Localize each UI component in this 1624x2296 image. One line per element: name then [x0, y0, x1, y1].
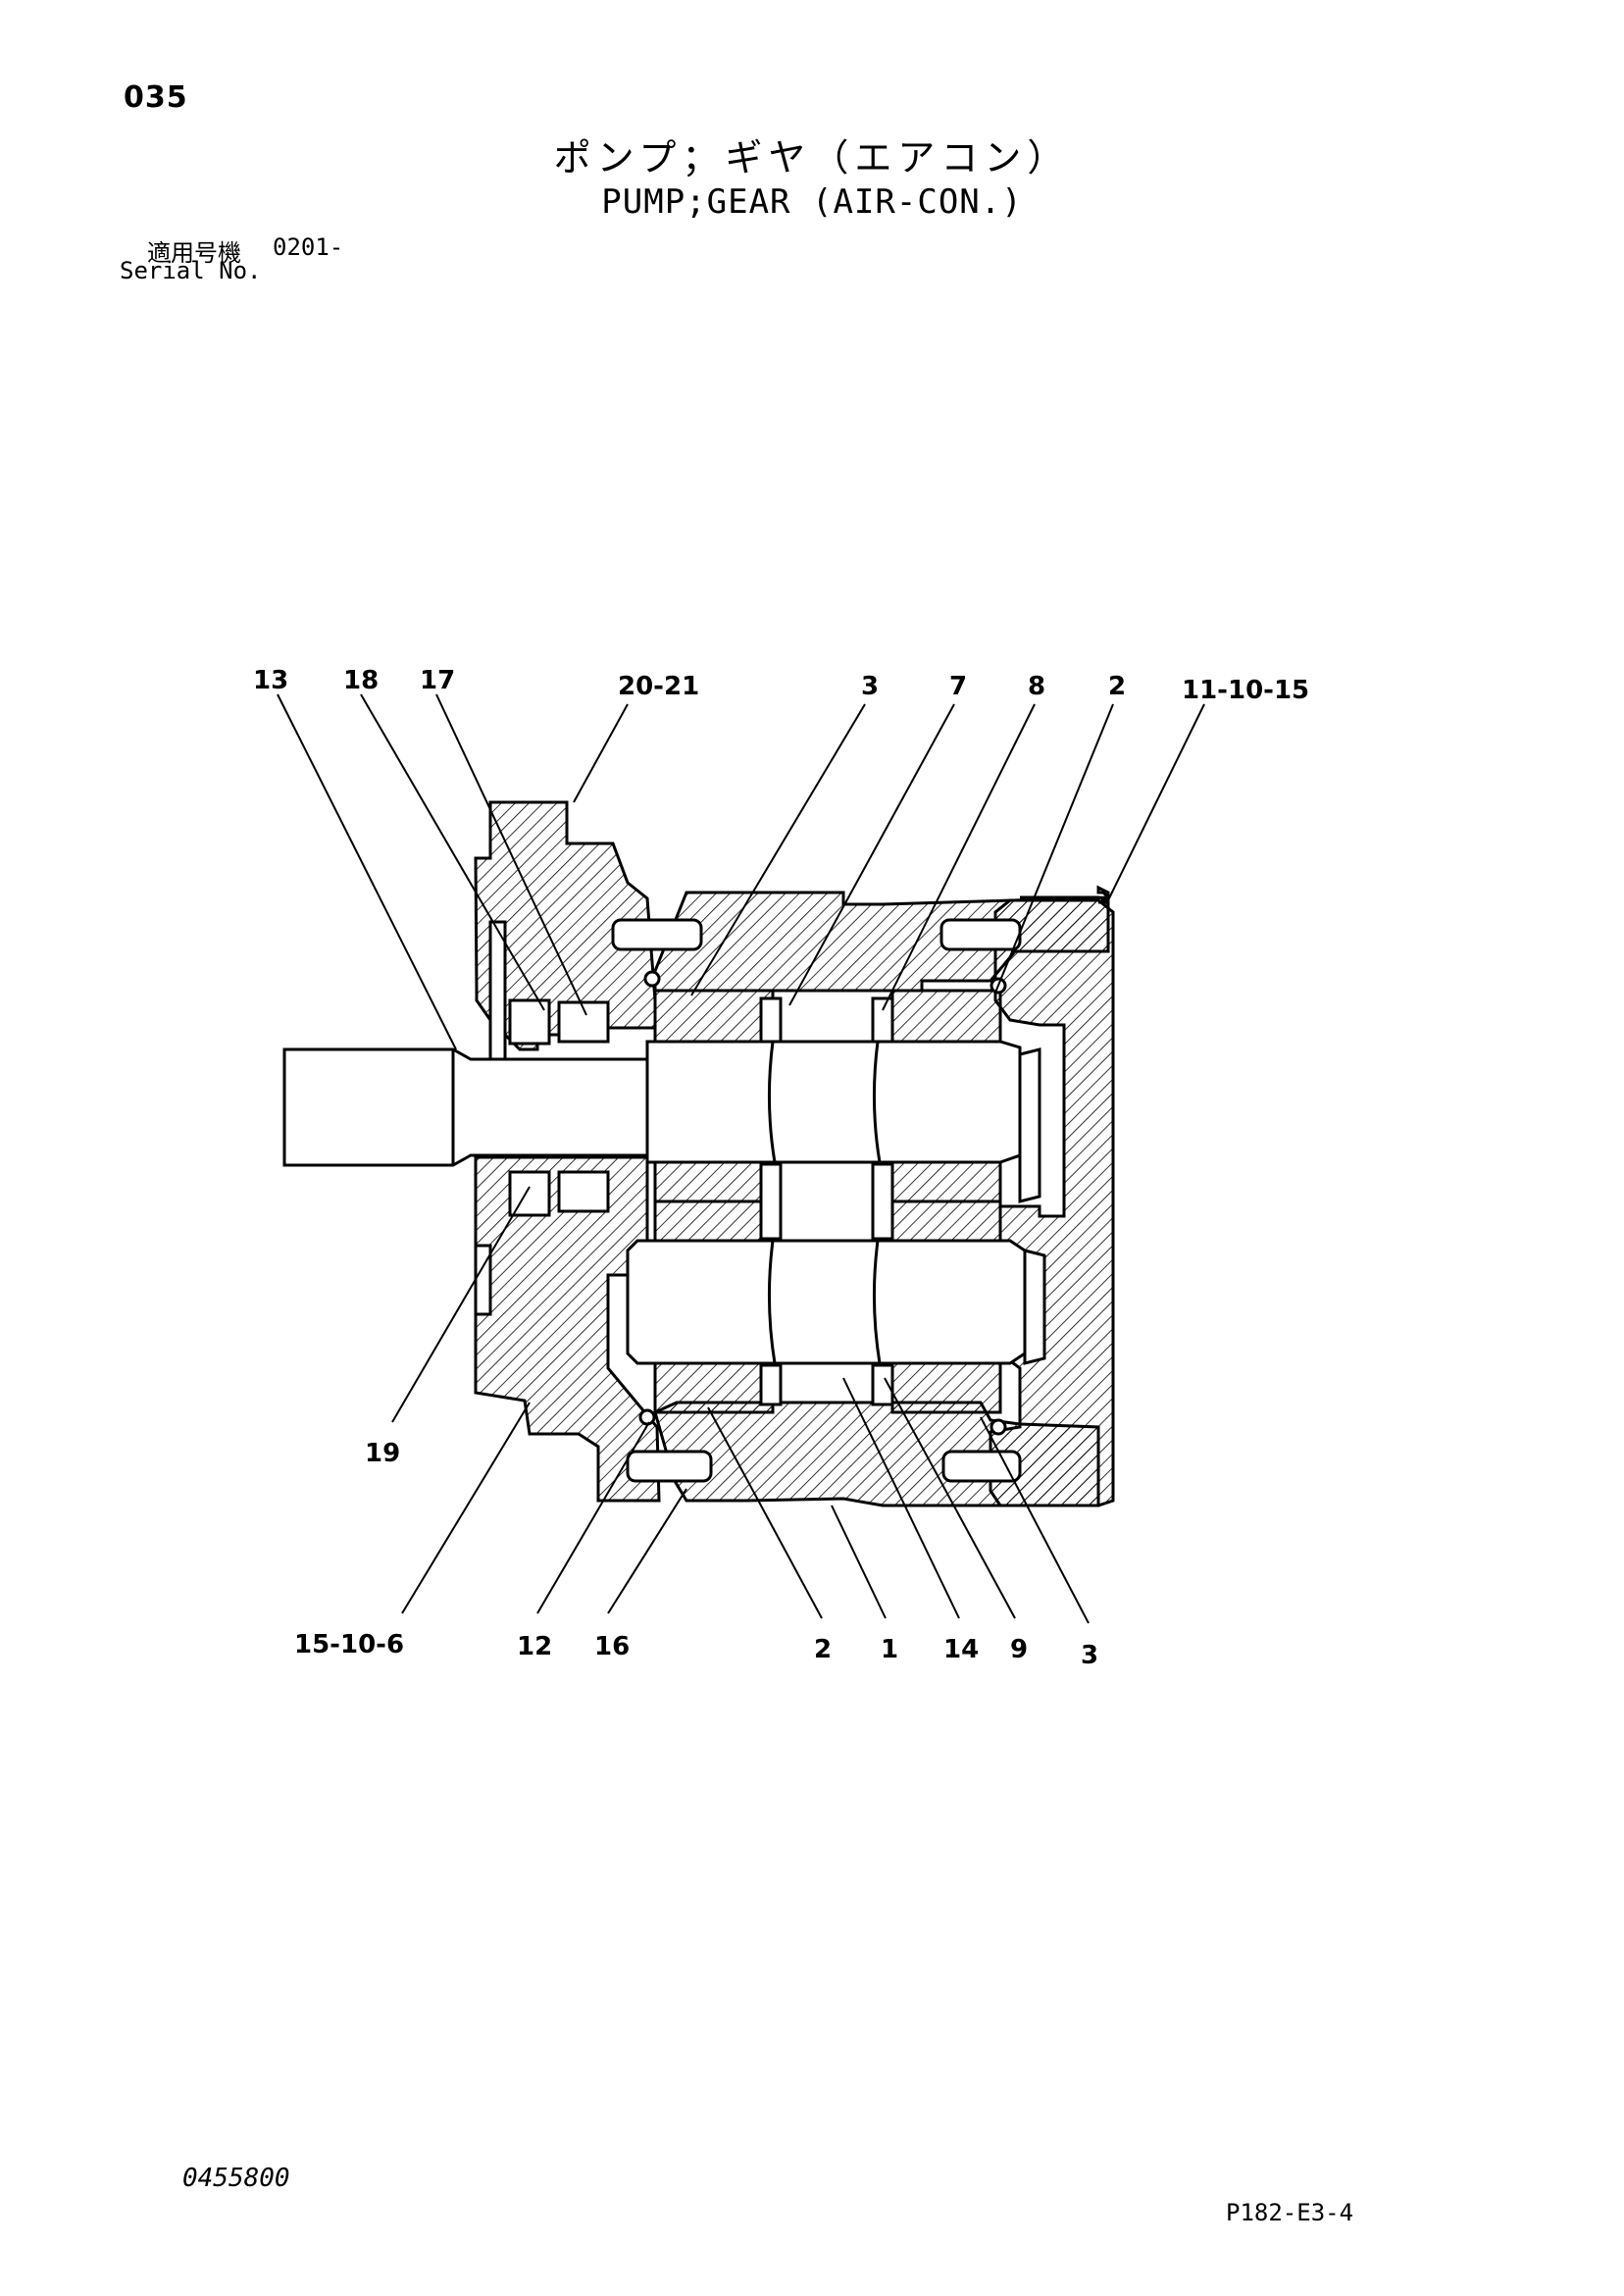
side-plate-left-lower [759, 1363, 783, 1406]
side-plate-right-lower [871, 1363, 894, 1406]
drive-shaft-part [282, 1047, 657, 1167]
page-title-japanese: ポンプ；ギヤ（エアコン） [553, 136, 1071, 179]
callout-labels: 13 18 17 20-21 3 7 8 2 11-10-15 19 15-10… [253, 666, 1309, 1670]
dowel-pin-upper-left [611, 918, 703, 951]
callout-7: 7 [949, 672, 967, 701]
dowel-pin-upper-right [939, 918, 1022, 951]
callout-15-10-6: 15-10-6 [294, 1630, 404, 1659]
bushing-lower-left [653, 1361, 775, 1414]
callout-19: 19 [365, 1439, 400, 1468]
drawing-code: 0455800 [182, 2164, 290, 2193]
side-plate-right-upper [871, 996, 894, 1044]
serial-label-japanese: 適用号機 [147, 239, 241, 267]
lower-gear-part [626, 1239, 1027, 1365]
callout-11-10-15: 11-10-15 [1182, 676, 1309, 705]
o-ring-lower-left [638, 1408, 656, 1426]
callout-20-21: 20-21 [618, 672, 699, 701]
callout-3-bottom: 3 [1081, 1641, 1098, 1670]
callout-9: 9 [1010, 1635, 1028, 1664]
dowel-pin-lower-right [941, 1450, 1022, 1483]
callout-8: 8 [1028, 672, 1045, 701]
callout-17: 17 [420, 666, 455, 695]
page-title-english: PUMP;GEAR (AIR-CON.) [601, 182, 1023, 222]
seal-retainer-lower [557, 1170, 610, 1213]
page-number: 035 [124, 80, 188, 115]
serial-label-english: Serial No. [120, 257, 262, 284]
callout-14: 14 [943, 1635, 979, 1664]
callout-12: 12 [517, 1632, 552, 1661]
callout-1: 1 [881, 1635, 898, 1664]
o-ring-upper-left [643, 970, 661, 988]
rear-cover-part [989, 885, 1115, 1507]
bushing-upper-right [890, 989, 1002, 1046]
dowel-pin-lower-left [626, 1450, 713, 1483]
seal-retainer-upper [557, 1000, 610, 1044]
page-code: P182-E3-4 [1226, 2199, 1354, 2226]
bushing-lower-right [890, 1361, 1002, 1414]
callout-16: 16 [594, 1632, 630, 1661]
callout-3-top: 3 [861, 672, 879, 701]
side-plate-left-mid [759, 1162, 783, 1241]
shaft-gear-group [282, 918, 1046, 1483]
upper-gear-part [645, 1040, 1022, 1164]
bushing-middle-right-top [890, 1160, 1002, 1203]
serial-value: 0201- [273, 233, 344, 261]
side-plate-right-mid [871, 1162, 894, 1241]
bushing-middle-left-bottom [653, 1199, 775, 1243]
bushing-upper-left [653, 989, 775, 1046]
callout-18: 18 [343, 666, 379, 695]
bushing-middle-left-top [653, 1160, 775, 1203]
callout-2-bottom: 2 [814, 1635, 832, 1664]
callout-13: 13 [253, 666, 288, 695]
callout-2-top: 2 [1108, 672, 1126, 701]
side-plate-left-upper [759, 996, 783, 1044]
o-ring-lower-right [990, 1418, 1007, 1436]
bushing-middle-right-bottom [890, 1199, 1002, 1243]
leader-lines [277, 693, 1205, 1624]
